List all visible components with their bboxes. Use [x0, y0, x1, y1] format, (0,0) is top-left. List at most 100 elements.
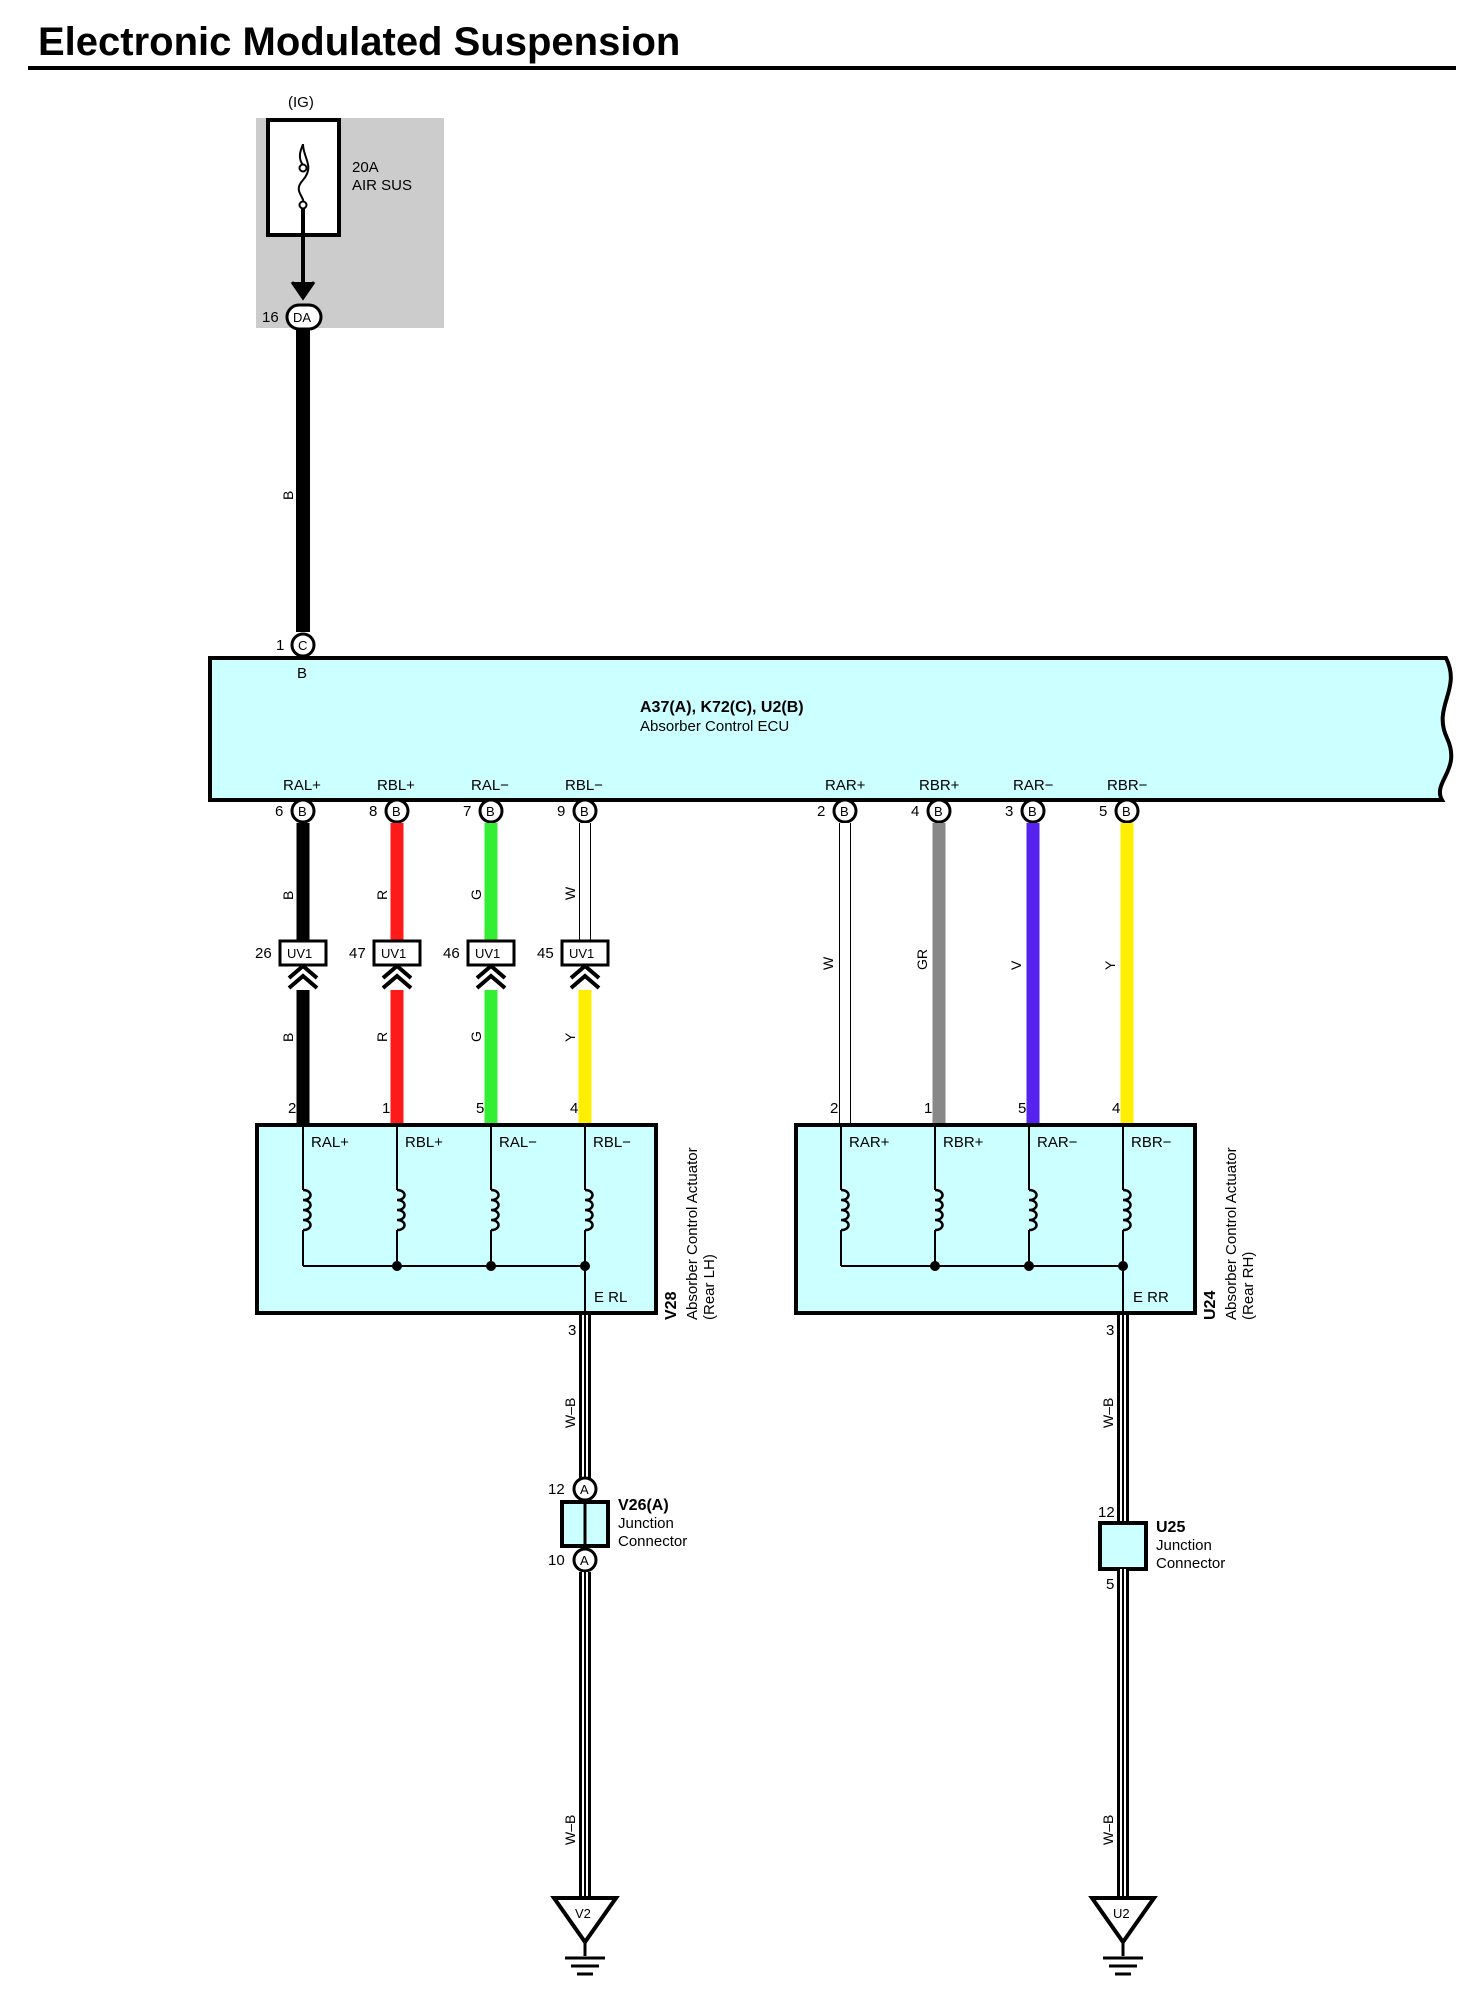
- actuator-left-ground-pin: 3: [568, 1322, 576, 1339]
- actuator-left-pin: 5: [476, 1100, 484, 1117]
- fuse-source: (IG): [288, 94, 314, 111]
- wire-left-upper-label: R: [374, 890, 390, 900]
- ecu-terminal-label: RBL+: [377, 777, 415, 794]
- actuator-left-pin: 4: [570, 1100, 578, 1117]
- actuator-left-code: V28: [663, 1291, 680, 1320]
- actuator-left-pin: 2: [288, 1100, 296, 1117]
- junction-left-line1: Junction: [618, 1515, 674, 1532]
- ecu-terminal-pin: 2: [817, 803, 825, 820]
- junction-left-conn-out-label: A: [580, 1553, 589, 1568]
- actuator-coil: [934, 1188, 944, 1232]
- ecu-terminal-connector: [832, 798, 858, 824]
- ecu-terminal-label: RBR+: [919, 777, 960, 794]
- wire-label-power: B: [280, 491, 296, 500]
- junction-right-line2: Connector: [1156, 1555, 1225, 1572]
- inline-connector-label: UV1: [287, 946, 312, 961]
- junction-right-box: [1098, 1521, 1148, 1571]
- inline-connector-box: [466, 939, 516, 967]
- ecu-terminal-pin: 8: [369, 803, 377, 820]
- ecu-terminal-pin: 3: [1005, 803, 1013, 820]
- ecu-terminal-connector: [290, 798, 316, 824]
- wire-left-lower-label: R: [374, 1032, 390, 1042]
- actuator-terminal-label: RAL−: [499, 1134, 537, 1151]
- wire-right-label: Y: [1102, 960, 1118, 970]
- fuse-rating: 20A: [352, 159, 379, 176]
- actuator-coil: [1028, 1188, 1038, 1232]
- wire-right-label: GR: [914, 949, 930, 970]
- actuator-terminal-label: RAL+: [311, 1134, 349, 1151]
- actuator-coil: [490, 1188, 500, 1232]
- ecu-terminal-label: RBR−: [1107, 777, 1148, 794]
- wire-label-right-upper: W–B: [1100, 1398, 1116, 1428]
- actuator-terminal-label: RBL−: [593, 1134, 631, 1151]
- wire-right-label: V: [1008, 960, 1024, 970]
- actuator-left-side: (Rear LH): [701, 1254, 718, 1320]
- junction-left-line2: Connector: [618, 1533, 687, 1550]
- inline-connector-label: UV1: [475, 946, 500, 961]
- ecu-terminal-connector-label: B: [392, 804, 401, 819]
- actuator-right-coils: RAR+RBR+RAR−RBR−: [840, 1125, 1172, 1315]
- ecu-terminal-label: RAR−: [1013, 777, 1054, 794]
- junction-left-conn-out: [572, 1547, 598, 1573]
- actuator-terminal-label: RAR−: [1037, 1134, 1078, 1151]
- inline-connector-box: [372, 939, 422, 967]
- fuse-connector: [285, 303, 323, 331]
- inline-connector-pin: 46: [443, 945, 460, 962]
- junction-left-code: V26(A): [618, 1497, 669, 1514]
- actuator-coil: [1122, 1188, 1132, 1232]
- fuse-terminal-top: [298, 163, 308, 173]
- inline-connector-chevron: [287, 963, 319, 990]
- actuator-left-coils: RAL+ RBL+ RAL− RBL−: [302, 1125, 631, 1315]
- wire-label-left-lower: W–B: [562, 1815, 578, 1845]
- ecu-terminal-pin: 9: [557, 803, 565, 820]
- ecu-terminal-label: RAL−: [471, 777, 509, 794]
- ecu-power-terminal: B: [297, 665, 307, 682]
- actuator-right-pin: 1: [924, 1100, 932, 1117]
- ecu-terminal-connector: [572, 798, 598, 824]
- ecu-terminal-connector: [1114, 798, 1140, 824]
- ecu-terminal-connector-label: B: [1122, 804, 1131, 819]
- inline-connector-chevron: [381, 963, 413, 990]
- inline-connector-pin: 45: [537, 945, 554, 962]
- fuse-arrow: [290, 281, 316, 301]
- ecu-terminal-pin: 4: [911, 803, 919, 820]
- actuator-right-side: (Rear RH): [1240, 1252, 1257, 1320]
- ecu-box: [208, 656, 1454, 802]
- actuator-right-ground-label: E RR: [1133, 1289, 1169, 1306]
- inline-connector-label: UV1: [569, 946, 594, 961]
- actuator-terminal-label: RBR+: [943, 1134, 984, 1151]
- ecu-terminal-connector: [1020, 798, 1046, 824]
- ecu-terminal-pin: 6: [275, 803, 283, 820]
- ecu-terminal-connector-label: B: [840, 804, 849, 819]
- actuator-coil: [302, 1188, 312, 1232]
- inline-connector-chevron: [569, 963, 601, 990]
- ecu-terminal-label: RAL+: [283, 777, 321, 794]
- junction-right-pin-in: 12: [1098, 1504, 1115, 1521]
- actuator-left-box: [255, 1123, 658, 1315]
- wire-right-label: W: [820, 956, 836, 970]
- junction-left-pin-out: 10: [548, 1552, 565, 1569]
- inline-connector-pin: 26: [255, 945, 272, 962]
- wire-label-left-upper: W–B: [562, 1398, 578, 1428]
- ecu-terminal-connector: [926, 798, 952, 824]
- actuator-left-pin: 1: [382, 1100, 390, 1117]
- ecu-terminal-label: RBL−: [565, 777, 603, 794]
- fuse-connector-label: DA: [293, 310, 311, 325]
- junction-left-pin-in: 12: [548, 1481, 565, 1498]
- ecu-terminal-label: RAR+: [825, 777, 866, 794]
- wire-left-lower-label: B: [280, 1033, 296, 1042]
- fuse-symbol: [297, 143, 310, 206]
- actuator-terminal-label: RBL+: [405, 1134, 443, 1151]
- ground-right-triangle: [1088, 1896, 1158, 1946]
- ecu-name: Absorber Control ECU: [640, 718, 789, 735]
- ecu-power-pin: 1: [276, 637, 284, 654]
- diagram-title: Electronic Modulated Suspension: [38, 20, 680, 64]
- ecu-terminal-connector: [478, 798, 504, 824]
- inline-connector-label: UV1: [381, 946, 406, 961]
- ecu-terminal-connector-label: B: [1028, 804, 1037, 819]
- ecu-terminal-connector-label: B: [934, 804, 943, 819]
- ground-left-label: V2: [575, 1906, 591, 1921]
- junction-right-line1: Junction: [1156, 1537, 1212, 1554]
- actuator-coil: [584, 1188, 594, 1232]
